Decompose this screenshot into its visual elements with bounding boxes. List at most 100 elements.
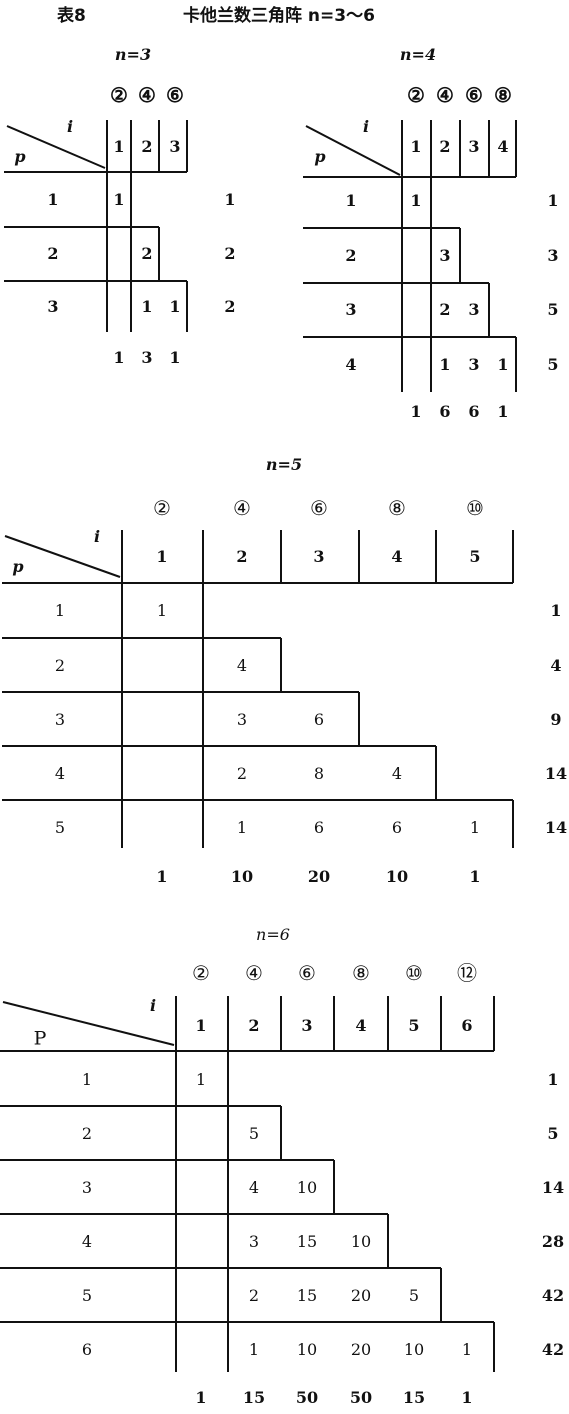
row-label: 5 — [81, 1286, 93, 1305]
i-label: i — [149, 996, 157, 1015]
column-header: 3 — [301, 1016, 313, 1035]
table-cell: 1 — [169, 297, 181, 316]
column-sum: 1 — [461, 1388, 473, 1407]
page-title: 卡他兰数三角阵 n=3～6 — [183, 6, 375, 26]
row-label: 3 — [47, 297, 59, 316]
row-label: 3 — [54, 710, 66, 729]
column-header: 2 — [248, 1016, 260, 1035]
p-label: p — [14, 147, 26, 166]
p-label: P — [33, 1027, 47, 1050]
corner-diagonal — [2, 1001, 175, 1046]
column-sum: 1 — [497, 402, 509, 421]
row-label: 6 — [81, 1340, 93, 1359]
column-header: 4 — [355, 1016, 367, 1035]
column-sum: 20 — [307, 867, 331, 886]
column-header: 4 — [497, 137, 509, 156]
row-label: 2 — [345, 246, 357, 265]
table-cell: 4 — [236, 656, 248, 675]
column-sum: 1 — [156, 867, 168, 886]
n-label: n=6 — [256, 925, 290, 944]
row-label: 1 — [54, 601, 66, 620]
table-cell: 10 — [403, 1340, 425, 1359]
table-cell: 1 — [248, 1340, 260, 1359]
table-cell: 1 — [113, 190, 125, 209]
row-sum: 1 — [224, 190, 236, 209]
corner-diagonal — [6, 125, 106, 169]
table-cell: 1 — [497, 355, 509, 374]
row-sum: 2 — [224, 297, 236, 316]
row-sum: 4 — [550, 656, 562, 675]
row-sum: 9 — [550, 710, 562, 729]
row-label: 4 — [54, 764, 66, 783]
table-cell: 20 — [350, 1286, 372, 1305]
table-cell: 3 — [468, 300, 480, 319]
table-cell: 2 — [236, 764, 248, 783]
row-sum: 14 — [544, 764, 568, 783]
column-header: 1 — [410, 137, 422, 156]
table-cell: 1 — [469, 818, 481, 837]
column-sum: 6 — [439, 402, 451, 421]
column-header: 6 — [461, 1016, 473, 1035]
circled-number: ② — [192, 961, 210, 985]
table-cell: 20 — [350, 1340, 372, 1359]
table-cell: 3 — [468, 355, 480, 374]
column-sum: 10 — [385, 867, 409, 886]
table-cell: 3 — [439, 246, 451, 265]
table-cell: 10 — [296, 1340, 318, 1359]
row-sum: 5 — [547, 1124, 559, 1143]
table-cell: 6 — [313, 710, 325, 729]
table-cell: 1 — [461, 1340, 473, 1359]
column-header: 3 — [169, 137, 181, 156]
row-sum: 14 — [544, 818, 568, 837]
circled-number: ④ — [436, 83, 454, 107]
circled-number: ⑧ — [352, 961, 370, 985]
row-label: 1 — [81, 1070, 93, 1089]
i-label: i — [362, 117, 370, 136]
corner-diagonal — [305, 125, 401, 176]
corner-diagonal — [4, 535, 121, 578]
row-sum: 28 — [541, 1232, 565, 1251]
table-cell: 4 — [248, 1178, 260, 1197]
column-sum: 10 — [230, 867, 254, 886]
row-sum: 2 — [224, 244, 236, 263]
column-header: 3 — [313, 547, 325, 566]
row-label: 5 — [54, 818, 66, 837]
row-sum: 1 — [550, 601, 562, 620]
column-sum: 1 — [113, 348, 125, 367]
row-label: 3 — [81, 1178, 93, 1197]
table-cell: 8 — [313, 764, 325, 783]
column-sum: 50 — [295, 1388, 319, 1407]
column-header: 3 — [468, 137, 480, 156]
row-label: 4 — [345, 355, 357, 374]
row-sum: 42 — [541, 1340, 565, 1359]
column-sum: 50 — [349, 1388, 373, 1407]
column-header: 2 — [236, 547, 248, 566]
table-cell: 10 — [296, 1178, 318, 1197]
p-label: p — [314, 147, 326, 166]
table-cell: 4 — [391, 764, 403, 783]
row-label: 2 — [47, 244, 59, 263]
table-cell: 2 — [248, 1286, 260, 1305]
circled-number: ② — [110, 83, 128, 107]
column-sum: 15 — [242, 1388, 266, 1407]
column-header: 1 — [113, 137, 125, 156]
table-number: 表8 — [57, 6, 86, 26]
row-sum: 1 — [547, 191, 559, 210]
p-label: p — [12, 557, 24, 576]
n-label: n=3 — [114, 45, 152, 64]
circled-number: ④ — [245, 961, 263, 985]
row-label: 1 — [47, 190, 59, 209]
i-label: i — [66, 117, 74, 136]
table-cell: 6 — [391, 818, 403, 837]
circled-number: ⑩ — [405, 961, 423, 985]
column-header: 5 — [408, 1016, 420, 1035]
table-cell: 1 — [439, 355, 451, 374]
row-sum: 42 — [541, 1286, 565, 1305]
row-label: 2 — [54, 656, 66, 675]
column-sum: 1 — [469, 867, 481, 886]
column-header: 1 — [156, 547, 168, 566]
table-cell: 5 — [248, 1124, 260, 1143]
row-sum: 3 — [547, 246, 559, 265]
